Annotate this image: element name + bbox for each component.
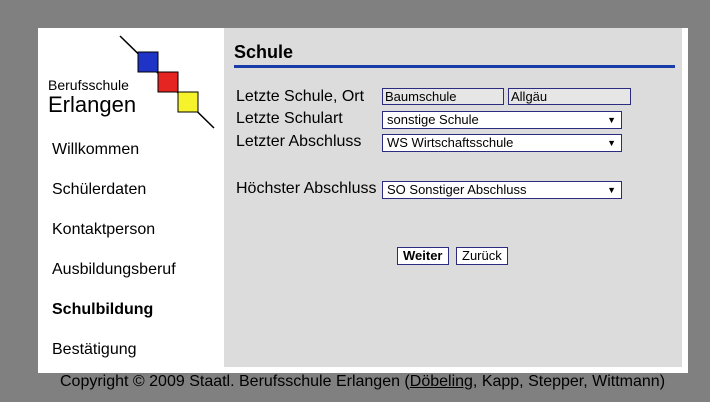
letzte-schule-input[interactable]: Baumschule <box>382 88 504 105</box>
letzter-abschluss-select[interactable]: WS Wirtschaftsschule ▼ <box>382 134 622 152</box>
sidebar-item-ausbildungsberuf[interactable]: Ausbildungsberuf <box>52 261 176 278</box>
sidebar: Berufsschule Erlangen Willkommen Schüler… <box>38 28 224 373</box>
page-title: Schule <box>234 42 294 62</box>
footer-prefix: Copyright © 2009 Staatl. Berufsschule Er… <box>60 373 410 390</box>
label-hoechster-abschluss: Höchster Abschluss <box>236 180 377 197</box>
footer-suffix: , Kapp, Stepper, Wittmann) <box>472 373 666 390</box>
letzter-abschluss-value: WS Wirtschaftsschule <box>387 135 514 150</box>
sidebar-item-kontaktperson[interactable]: Kontaktperson <box>52 221 156 238</box>
label-letzte-schule-ort: Letzte Schule, Ort <box>236 88 365 105</box>
zurueck-button[interactable]: Zurück <box>456 247 508 265</box>
title-divider <box>234 65 675 68</box>
dropdown-arrow-icon: ▼ <box>607 138 616 148</box>
ort-input[interactable]: Allgäu <box>508 88 631 105</box>
dropdown-arrow-icon: ▼ <box>607 115 616 125</box>
logo-line2: Erlangen <box>48 92 136 117</box>
letzte-schulart-select[interactable]: sonstige Schule ▼ <box>382 111 622 129</box>
sidebar-item-schuelerdaten[interactable]: Schülerdaten <box>52 181 147 198</box>
page-frame: Berufsschule Erlangen Willkommen Schüler… <box>38 28 688 373</box>
hoechster-abschluss-select[interactable]: SO Sonstiger Abschluss ▼ <box>382 181 622 199</box>
footer-copyright: Copyright © 2009 Staatl. Berufsschule Er… <box>60 373 665 391</box>
weiter-button[interactable]: Weiter <box>397 247 449 265</box>
sidebar-item-bestaetigung[interactable]: Bestätigung <box>52 341 137 358</box>
dropdown-arrow-icon: ▼ <box>607 185 616 195</box>
main-panel: Schule Letzte Schule, Ort Baumschule All… <box>224 28 682 367</box>
label-letzter-abschluss: Letzter Abschluss <box>236 133 362 150</box>
school-logo: Berufsschule Erlangen <box>48 35 215 129</box>
letzte-schulart-value: sonstige Schule <box>387 112 479 127</box>
footer-link-doebeling[interactable]: Döbeling <box>409 373 473 390</box>
hoechster-abschluss-value: SO Sonstiger Abschluss <box>387 182 527 197</box>
label-letzte-schulart: Letzte Schulart <box>236 110 343 127</box>
logo-line1: Berufsschule <box>48 77 129 93</box>
sidebar-item-willkommen[interactable]: Willkommen <box>52 141 140 158</box>
sidebar-item-schulbildung[interactable]: Schulbildung <box>52 301 154 318</box>
